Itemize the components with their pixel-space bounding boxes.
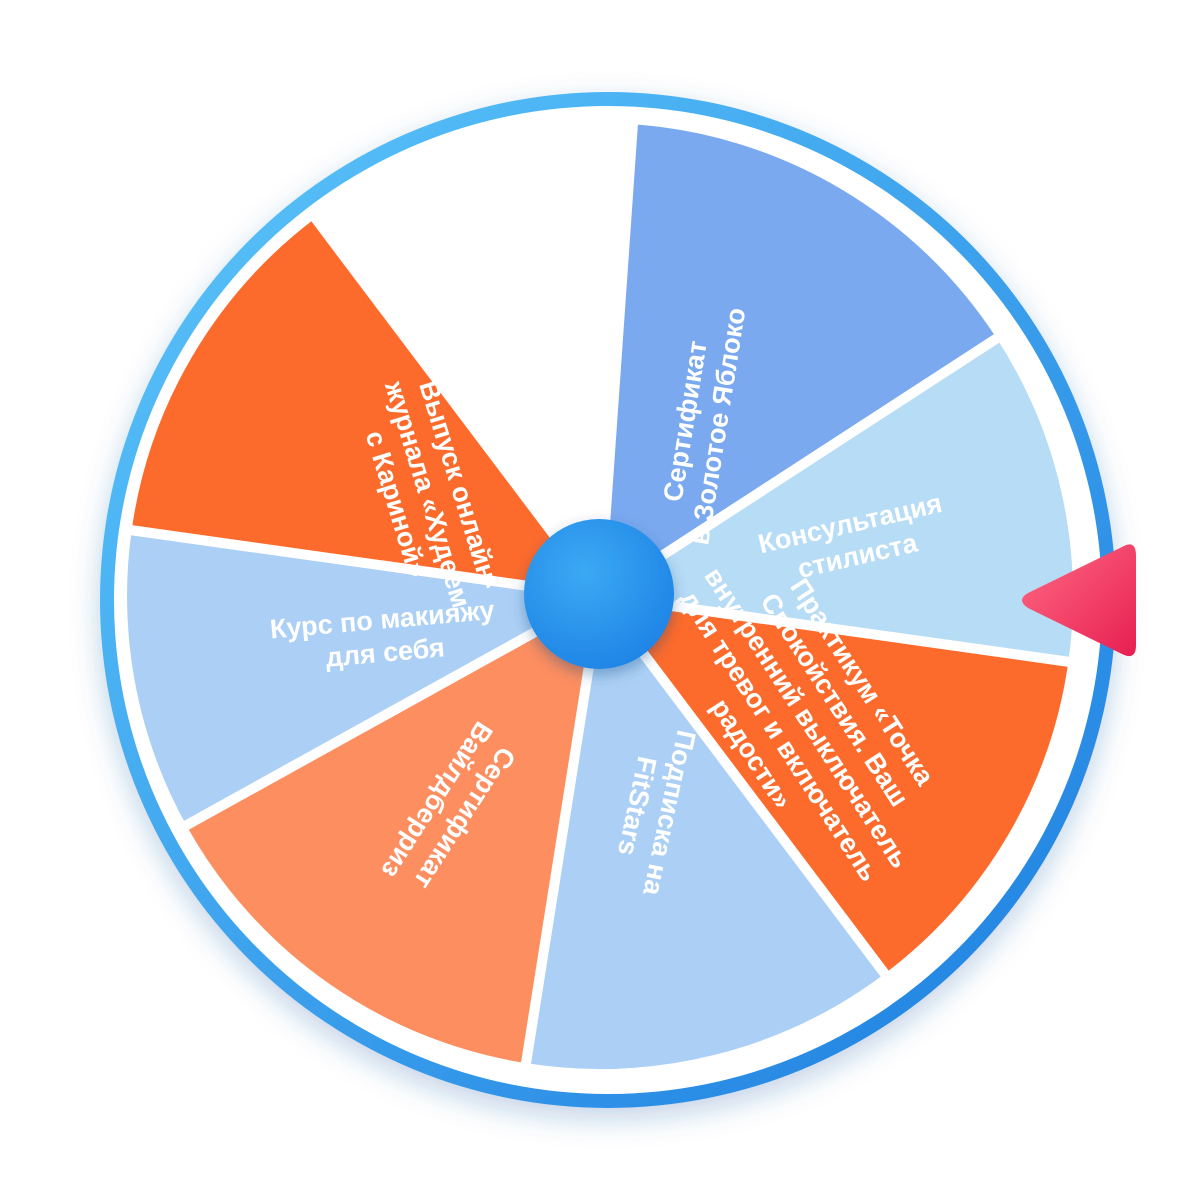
wheel-segments [117, 114, 1083, 1079]
wheel-segment [121, 209, 605, 601]
wheel-segment [176, 591, 605, 1074]
wheel-segment [117, 524, 605, 833]
wheel-segment [595, 591, 1079, 983]
wheel-hub[interactable] [524, 519, 674, 669]
wheel-segment [595, 114, 1006, 601]
wheel-segment [520, 591, 893, 1079]
wheel-pointer [1022, 544, 1136, 657]
